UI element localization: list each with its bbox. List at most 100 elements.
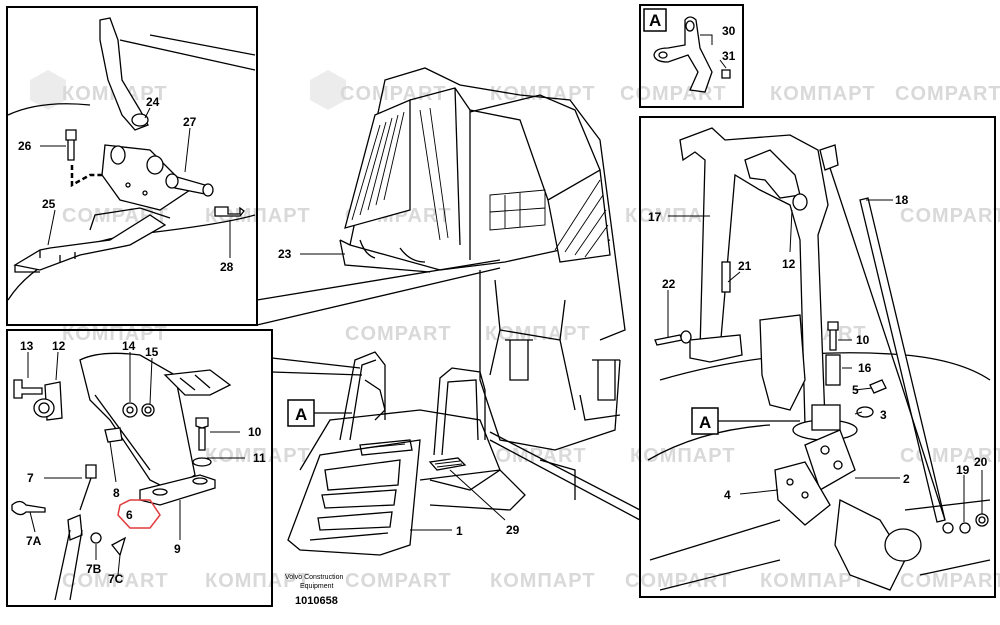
- part-number-22[interactable]: 22: [662, 277, 676, 291]
- nut-15: [141, 403, 155, 417]
- bolt-12: [792, 193, 808, 211]
- gas-strut: [829, 167, 901, 381]
- watermark-text: COMPART: [62, 570, 169, 592]
- part-number-9[interactable]: 9: [174, 542, 181, 556]
- detail-box-top-left: 24 26 27 25 28: [6, 6, 258, 326]
- watermark-text: КОМПАРТ: [485, 323, 591, 345]
- watermark-text: COMPART: [625, 570, 732, 592]
- part-number-20[interactable]: 20: [974, 455, 988, 469]
- watermark-text: КОМПАРТ: [770, 83, 876, 105]
- part-number-26[interactable]: 26: [18, 139, 32, 153]
- hinge-arm: [99, 17, 149, 131]
- watermark-text: COMPART: [900, 570, 1000, 592]
- access-ladder: [287, 439, 421, 556]
- company-name-line2: Equipment: [300, 583, 334, 590]
- part-number-8[interactable]: 8: [113, 486, 120, 500]
- part-number-16[interactable]: 16: [858, 361, 872, 375]
- part-number-4[interactable]: 4: [724, 488, 731, 502]
- detail-tag-label: A: [699, 413, 711, 432]
- part-number-12-right[interactable]: 12: [782, 257, 796, 271]
- part-number-31[interactable]: 31: [722, 49, 736, 63]
- part-number-7c[interactable]: 7C: [108, 572, 124, 586]
- hinge-2: [804, 429, 856, 491]
- mount-bracket: [759, 314, 806, 411]
- bolt-10-right: [827, 321, 839, 351]
- mirror-post: [679, 127, 829, 426]
- part-number-3[interactable]: 3: [880, 408, 887, 422]
- part-number-17[interactable]: 17: [648, 210, 662, 224]
- detail-box-a: A 30 31: [639, 4, 744, 108]
- bolt-10: [195, 417, 209, 451]
- part-number-12[interactable]: 12: [52, 339, 66, 353]
- part-number-2[interactable]: 2: [903, 472, 910, 486]
- zoom-line: [256, 259, 501, 301]
- watermark-text: COMPART: [345, 323, 452, 345]
- watermark-text: COMPART: [620, 83, 727, 105]
- main-labels: 23 A 1 29: [278, 247, 520, 538]
- spacer-16: [825, 354, 841, 386]
- bolt-28: [214, 206, 245, 217]
- base-plate: [13, 214, 167, 271]
- washer-14: [122, 402, 138, 418]
- part-number-10-right[interactable]: 10: [856, 333, 870, 347]
- highlight-hexagon: [117, 499, 161, 529]
- detail-tag-label: A: [295, 405, 307, 424]
- latch-7a: [67, 514, 83, 541]
- watermark-row-2: COMPART КОМПАРТ COMPART КОМПАРТ COMPART: [62, 205, 1000, 227]
- washer-11: [192, 457, 212, 467]
- detail-frame: [639, 116, 996, 598]
- part-number-6[interactable]: 6: [126, 508, 133, 522]
- post-clamp: [744, 149, 801, 199]
- detail-box-right: A 17 21 12 22 18 10 16 5 3 2 4 19 20: [639, 116, 996, 598]
- part-number-18[interactable]: 18: [895, 193, 909, 207]
- part-number-5[interactable]: 5: [852, 383, 859, 397]
- washer-19: [959, 522, 971, 534]
- detail-frame: [6, 329, 273, 607]
- part-number-19[interactable]: 19: [956, 463, 970, 477]
- main-cab-drawing: [287, 67, 626, 556]
- watermark-text: COMPART: [340, 83, 447, 105]
- part-number-14[interactable]: 14: [122, 339, 136, 353]
- part-number-30[interactable]: 30: [722, 24, 736, 38]
- watermark-text: КОМПАРТ: [490, 83, 596, 105]
- watermark-text: КОМПАРТ: [205, 445, 311, 467]
- bolt-31: [721, 69, 731, 79]
- cab-rear-window: [547, 168, 611, 263]
- part-number-21[interactable]: 21: [738, 259, 752, 273]
- watermark-layer: КОМПАРТ COMPART КОМПАРТ COMPART КОМПАРТ …: [30, 70, 1000, 592]
- watermark-text: COMPART: [900, 205, 1000, 227]
- part-number-24[interactable]: 24: [146, 95, 160, 109]
- part-number-7a[interactable]: 7A: [26, 534, 42, 548]
- handrail-right: [433, 367, 486, 456]
- part-number-25[interactable]: 25: [42, 197, 56, 211]
- part-number-28[interactable]: 28: [220, 260, 234, 274]
- detail-frame: [6, 6, 258, 326]
- detail-frame: [639, 4, 744, 108]
- handrail-left: [339, 351, 386, 441]
- watermark-text: КОМПАРТ: [490, 570, 596, 592]
- part-number-23[interactable]: 23: [278, 247, 292, 261]
- part-number-11[interactable]: 11: [253, 451, 266, 465]
- detail-tag-label: A: [649, 11, 661, 30]
- washer-3: [856, 406, 874, 418]
- part-number-7[interactable]: 7: [27, 471, 34, 485]
- bracket-30: [653, 16, 713, 93]
- part-number-29[interactable]: 29: [506, 523, 520, 537]
- pin-7a: [11, 500, 46, 516]
- bolt-26: [65, 129, 77, 161]
- part-number-7b[interactable]: 7B: [86, 562, 102, 576]
- part-number-1[interactable]: 1: [456, 524, 463, 538]
- watermark-row-5: COMPART КОМПАРТ COMPART КОМПАРТ COMPART …: [62, 570, 1000, 592]
- part-number-15[interactable]: 15: [145, 345, 159, 359]
- part-number-13[interactable]: 13: [20, 339, 34, 353]
- nut-20: [975, 513, 989, 527]
- part-number-27[interactable]: 27: [183, 115, 197, 129]
- part-number-10[interactable]: 10: [248, 425, 262, 439]
- drawing-number: 1010658: [295, 595, 338, 607]
- watermark-row-1: КОМПАРТ COMPART КОМПАРТ COMPART КОМПАРТ …: [30, 70, 1000, 110]
- bolt-5: [869, 379, 887, 394]
- watermark-row-4: КОМПАРТ COMPART КОМПАРТ COMPART: [205, 445, 1000, 467]
- step-plate: [428, 457, 467, 471]
- cab-outline: [349, 67, 626, 341]
